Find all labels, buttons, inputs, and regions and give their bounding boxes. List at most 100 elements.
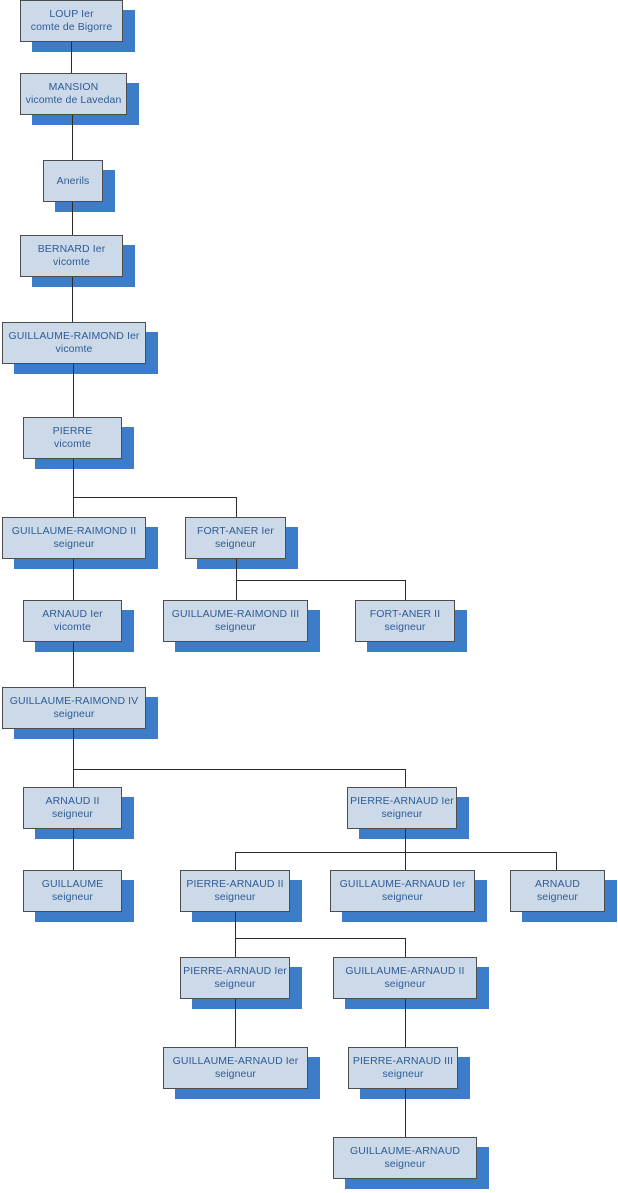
person-title: seigneur <box>214 1068 257 1080</box>
connector-line <box>235 852 236 870</box>
person-name: GUILLAUME-RAIMOND IV <box>9 695 139 707</box>
person-title: seigneur <box>381 891 424 903</box>
connector-line <box>73 769 405 770</box>
person-name: FORT-ANER Ier <box>197 525 274 537</box>
person-name: GUILLAUME-RAIMOND III <box>171 608 300 620</box>
person-name: GUILLAUME <box>41 878 104 890</box>
person-name: GUILLAUME-ARNAUD Ier <box>339 878 466 890</box>
person-name: GUILLAUME-RAIMOND II <box>11 525 137 537</box>
person-title: vicomte <box>55 343 93 355</box>
person-title: seigneur <box>384 978 426 990</box>
connector-line <box>405 852 406 870</box>
person-name: ARNAUD <box>535 878 580 890</box>
person-title: seigneur <box>53 538 95 550</box>
person-name: Anerils <box>56 174 90 187</box>
person-name: GUILLAUME-ARNAUD <box>349 1145 461 1157</box>
person-title: seigneur <box>381 808 423 820</box>
connector-line <box>73 364 74 417</box>
person-name: PIERRE <box>52 425 93 437</box>
connector-line <box>72 202 73 235</box>
connector-line <box>73 459 74 497</box>
connector-line <box>405 938 406 957</box>
person-title: seigneur <box>214 621 257 633</box>
connector-line <box>72 115 73 160</box>
person-name: PIERRE-ARNAUD II <box>186 878 284 890</box>
person-title: vicomte <box>53 256 90 268</box>
person-name: LOUP Ier <box>49 8 94 20</box>
connector-line <box>405 999 406 1047</box>
person-title: seigneur <box>214 538 257 550</box>
connector-line <box>73 829 74 870</box>
connector-line <box>405 769 406 787</box>
person-title: seigneur <box>214 891 256 903</box>
connector-line <box>405 1089 406 1137</box>
person-title: seigneur <box>214 978 256 990</box>
person-title: seigneur <box>536 891 579 903</box>
person-name: MANSION <box>48 81 99 93</box>
person-name: PIERRE-ARNAUD Ier <box>350 795 454 807</box>
connector-line <box>73 559 74 600</box>
connector-line <box>73 497 236 498</box>
connector-line <box>235 938 236 957</box>
person-name: GUILLAUME-ARNAUD Ier <box>172 1055 299 1067</box>
connector-line <box>73 497 74 517</box>
person-name: FORT-ANER II <box>369 608 441 620</box>
connector-line <box>405 829 406 852</box>
person-name: GUILLAUME-ARNAUD II <box>345 965 465 977</box>
connector-line <box>236 580 405 581</box>
connector-line <box>235 852 556 853</box>
person-title: seigneur <box>51 808 94 820</box>
person-title: comte de Bigorre <box>30 21 113 33</box>
person-name: BERNARD Ier <box>37 243 106 255</box>
connector-line <box>236 559 237 580</box>
person-name: ARNAUD Ier <box>42 608 103 620</box>
connector-line <box>72 277 73 322</box>
person-title: seigneur <box>382 1068 424 1080</box>
person-name: PIERRE-ARNAUD Ier <box>183 965 287 977</box>
connector-line <box>236 497 237 517</box>
connector-line <box>73 642 74 687</box>
connector-line <box>235 938 405 939</box>
connector-line <box>71 42 72 73</box>
person-name: GUILLAUME-RAIMOND Ier <box>8 330 140 342</box>
connector-line <box>73 769 74 787</box>
person-title: seigneur <box>384 1158 426 1170</box>
person-name: PIERRE-ARNAUD III <box>352 1055 454 1067</box>
person-title: vicomte <box>54 438 91 450</box>
connector-line <box>236 580 237 600</box>
person-node[interactable]: Anerils <box>43 160 103 202</box>
person-title: seigneur <box>51 891 94 903</box>
person-title: vicomte de Lavedan <box>25 94 122 106</box>
connector-line <box>235 912 236 938</box>
person-title: seigneur <box>53 708 95 720</box>
connector-line <box>235 999 236 1047</box>
person-title: vicomte <box>54 621 91 633</box>
person-name: ARNAUD II <box>45 795 100 807</box>
connector-line <box>73 729 74 769</box>
connector-line <box>556 852 557 870</box>
connector-line <box>405 580 406 600</box>
